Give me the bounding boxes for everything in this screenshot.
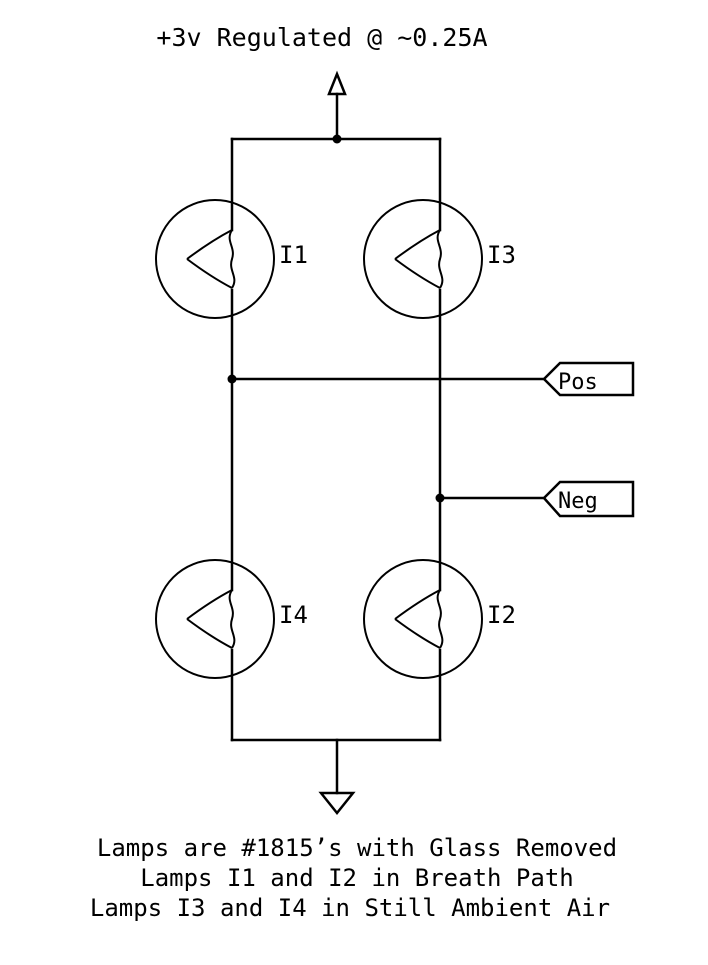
ground-arrow-icon [318, 738, 356, 816]
port-pos-label: Pos [558, 370, 598, 395]
lamp-i3-label: I3 [487, 241, 516, 269]
port-neg-flag [542, 480, 635, 518]
lamp-i4-label: I4 [279, 601, 308, 629]
port-pos-flag [542, 361, 635, 397]
supply-title: +3v Regulated @ ~0.25A [156, 23, 487, 52]
note-line-2: Lamps I1 and I2 in Breath Path [140, 864, 573, 892]
port-neg-label: Neg [558, 489, 598, 514]
lamp-i1-icon [155, 199, 275, 319]
lamp-i1-label: I1 [279, 241, 308, 269]
note-line-1: Lamps are #1815’s with Glass Removed [97, 834, 617, 862]
lamp-i2-icon [363, 559, 483, 679]
supply-arrow-icon [327, 70, 347, 141]
note-line-3: Lamps I3 and I4 in Still Ambient Air [90, 894, 610, 922]
lamp-i2-label: I2 [487, 601, 516, 629]
junction-top [332, 134, 342, 144]
lamp-i3-icon [363, 199, 483, 319]
lamp-i4-icon [155, 559, 275, 679]
